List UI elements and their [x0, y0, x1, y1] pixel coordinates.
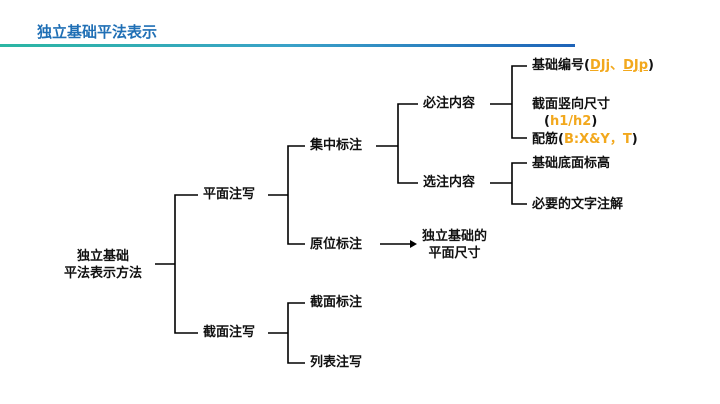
node-plan: 平面注写: [203, 187, 256, 202]
connector-section: [268, 302, 305, 364]
leaf-rebar-close: ): [631, 132, 638, 147]
leaf-bottom-elevation: 基础底面标高: [532, 156, 611, 171]
node-required: 必注内容: [423, 96, 476, 111]
leaf-size-h: h1/h2: [549, 114, 592, 129]
connector-required: [490, 65, 527, 139]
leaf-rebar-open: (: [558, 132, 564, 147]
leaf-size-line1: 截面竖向尺寸: [532, 97, 611, 112]
node-table-note: 列表注写: [310, 355, 363, 370]
leaf-code-a: DJj: [589, 58, 611, 73]
node-section-mark: 截面标注: [310, 295, 363, 310]
root-node: 独立基础 平法表示方法: [64, 248, 142, 282]
leaf-foundation-code: 基础编号(DJj、DJp): [532, 57, 654, 74]
connector-optional: [490, 162, 527, 205]
leaf-rebar: 配筋(B:X&Y，T): [532, 131, 638, 148]
leaf-size-close: ): [591, 114, 598, 129]
leaf-code-close: ): [648, 58, 654, 73]
leaf-text-note: 必要的文字注解: [532, 197, 624, 212]
leaf-rebar-prefix: 配筋: [532, 132, 559, 147]
node-centralized: 集中标注: [310, 138, 363, 153]
title-underline: [0, 44, 575, 47]
leaf-rebar-value: B:X&Y，T: [563, 132, 632, 147]
leaf-code-sep: 、: [610, 58, 624, 73]
leaf-size-open: (: [544, 114, 550, 129]
root-label-line2: 平法表示方法: [64, 266, 143, 281]
leaf-code-open: (: [584, 58, 590, 73]
node-in-situ: 原位标注: [310, 237, 363, 252]
node-plan-size: 独立基础的 平面尺寸: [422, 228, 487, 262]
connector-plan: [268, 145, 305, 245]
leaf-code-prefix: 基础编号: [532, 58, 585, 73]
node-section: 截面注写: [203, 325, 256, 340]
leaf-code-b: DJp: [623, 58, 649, 73]
root-label-line1: 独立基础: [77, 249, 130, 264]
plan-size-line1: 独立基础的: [422, 229, 488, 244]
page-title: 独立基础平法表示: [37, 23, 158, 41]
plan-size-line2: 平面尺寸: [428, 246, 481, 261]
connector-root: [155, 194, 198, 334]
leaf-section-size: 截面竖向尺寸 (h1/h2): [532, 96, 610, 130]
node-optional: 选注内容: [423, 175, 476, 190]
arrow-head: [410, 240, 417, 248]
connector-centralized: [376, 103, 418, 184]
